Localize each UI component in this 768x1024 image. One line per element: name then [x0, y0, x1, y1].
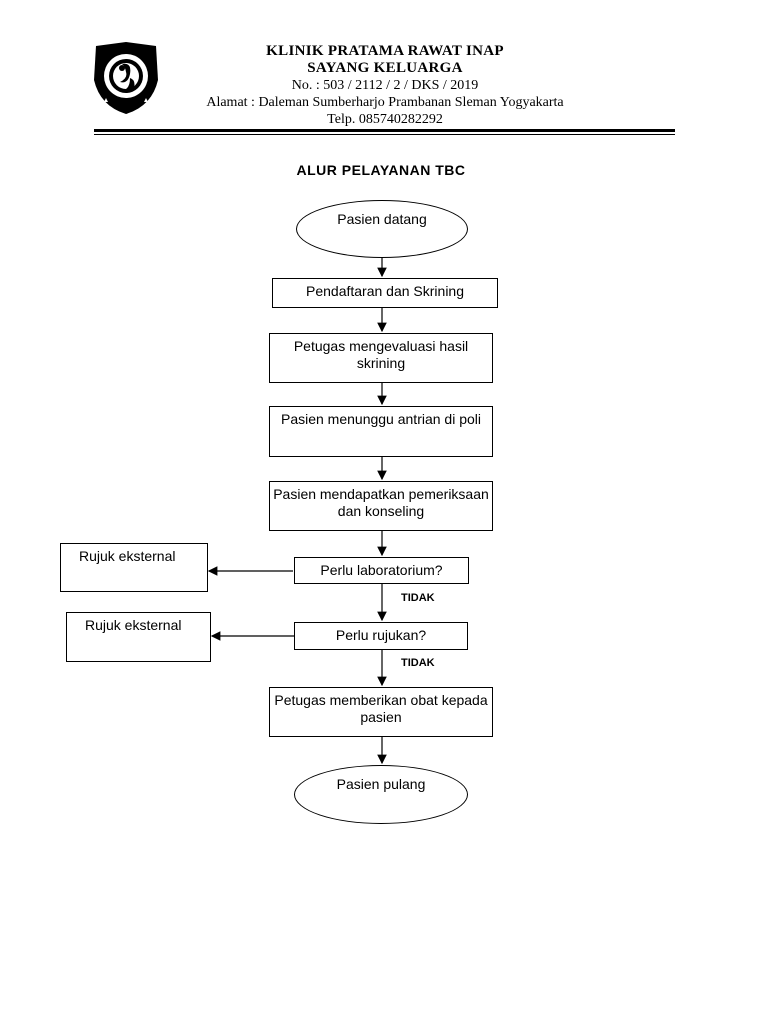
start-node: Pasien datang	[296, 200, 468, 258]
step-wait-queue: Pasien menunggu antrian di poli	[269, 406, 493, 457]
decision-need-referral-no-label: TIDAK	[401, 657, 435, 669]
end-node: Pasien pulang	[294, 765, 468, 824]
decision-need-lab-no-label: TIDAK	[401, 592, 435, 604]
step-registration-screening: Pendaftaran dan Skrining	[272, 278, 498, 308]
external-referral-box-1: Rujuk eksternal	[60, 543, 208, 592]
clinic-name: KLINIK PRATAMA RAWAT INAP	[266, 43, 504, 59]
step-evaluate-screening: Petugas mengevaluasi hasil skrining	[269, 333, 493, 383]
letterhead-rule-thick	[94, 129, 675, 132]
phone: Telp. 085740282292	[327, 112, 443, 127]
clinic-logo	[94, 42, 158, 114]
address: Alamat : Daleman Sumberharjo Prambanan S…	[206, 95, 564, 110]
step-give-medication: Petugas memberikan obat kepada pasien	[269, 687, 493, 737]
decision-need-referral: Perlu rujukan?	[294, 622, 468, 650]
external-referral-box-2: Rujuk eksternal	[66, 612, 211, 662]
decision-need-lab: Perlu laboratorium?	[294, 557, 469, 584]
page-title: ALUR PELAYANAN TBC	[296, 162, 466, 178]
registration-number: No. : 503 / 2112 / 2 / DKS / 2019	[291, 78, 479, 93]
step-examination-counseling: Pasien mendapatkan pemeriksaan dan konse…	[269, 481, 493, 531]
letterhead-rule-thin	[94, 134, 675, 135]
clinic-subname: SAYANG KELUARGA	[307, 60, 463, 76]
